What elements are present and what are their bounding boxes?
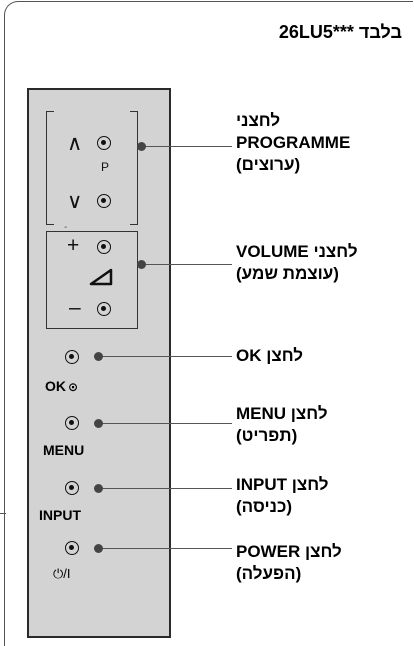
callout-input: לחצן INPUT (כניסה): [236, 474, 329, 518]
programme-dot: [137, 142, 146, 151]
power-leader: [98, 548, 232, 549]
ok-label-text: OK: [45, 378, 66, 394]
ok-label: OK⊙: [45, 378, 78, 394]
volume-plus-icon: +: [67, 234, 80, 257]
menu-label: MENU: [43, 442, 85, 458]
side-control-panel: ∧ P ∨ - + – OK⊙ MENU INPUT ⏻/I: [27, 88, 171, 638]
volume-minus-icon: –: [69, 296, 81, 319]
volume-dot: [137, 260, 146, 269]
callout-line: לחצן MENU: [236, 404, 328, 423]
menu-leader: [98, 423, 232, 424]
power-label: ⏻/I: [53, 566, 71, 581]
volume-wedge-icon: [89, 268, 113, 286]
volume-group: + –: [46, 231, 138, 329]
input-button[interactable]: [65, 481, 79, 495]
callout-line: לחצני: [236, 111, 281, 130]
programme-leader: [141, 146, 232, 147]
program-letter: P: [101, 160, 110, 174]
volume-down-button[interactable]: [97, 302, 111, 316]
input-dot: [94, 484, 103, 493]
input-leader: [98, 488, 232, 489]
menu-dot: [94, 419, 103, 428]
programme-group: ∧ P ∨: [46, 111, 138, 225]
program-up-button[interactable]: [97, 136, 111, 150]
group-corner: [130, 224, 138, 225]
group-corner: [130, 111, 138, 112]
callout-line: (ערוצים): [236, 155, 301, 174]
model-note: 26LU5*** בלבד: [278, 22, 402, 42]
callout-line: לחצני VOLUME: [236, 242, 358, 261]
callout-programme: לחצני PROGRAMME (ערוצים): [236, 110, 350, 176]
callout-line: (תפריט): [236, 426, 298, 445]
callout-line: לחצן INPUT: [236, 475, 329, 494]
callout-line: PROGRAMME: [236, 133, 351, 152]
callout-volume: לחצני VOLUME (עוצמת שמע): [236, 241, 358, 285]
callout-ok: לחצן OK: [236, 345, 303, 367]
callout-line: (כניסה): [236, 497, 293, 516]
ok-dot-icon: ⊙: [68, 380, 79, 394]
input-label: INPUT: [39, 507, 81, 523]
ok-dot: [94, 352, 103, 361]
menu-button[interactable]: [65, 416, 79, 430]
program-down-icon: ∨: [67, 190, 83, 213]
power-dot: [94, 544, 103, 553]
callout-line: (הפעלה): [236, 564, 302, 583]
callout-line: לחצן POWER: [236, 542, 342, 561]
program-down-button[interactable]: [97, 194, 111, 208]
manual-frame: [4, 1, 413, 646]
callout-power: לחצן POWER (הפעלה): [236, 541, 342, 585]
callout-line: לחצן OK: [236, 346, 303, 365]
power-button[interactable]: [65, 541, 79, 555]
volume-tick-mark: -: [64, 222, 68, 233]
frame-tick: [0, 513, 6, 514]
ok-leader: [98, 356, 232, 357]
volume-up-button[interactable]: [97, 240, 111, 254]
volume-leader: [141, 264, 232, 265]
program-up-icon: ∧: [67, 132, 83, 155]
callout-line: (עוצמת שמע): [236, 264, 339, 283]
ok-button[interactable]: [65, 350, 79, 364]
callout-menu: לחצן MENU (תפריט): [236, 403, 328, 447]
